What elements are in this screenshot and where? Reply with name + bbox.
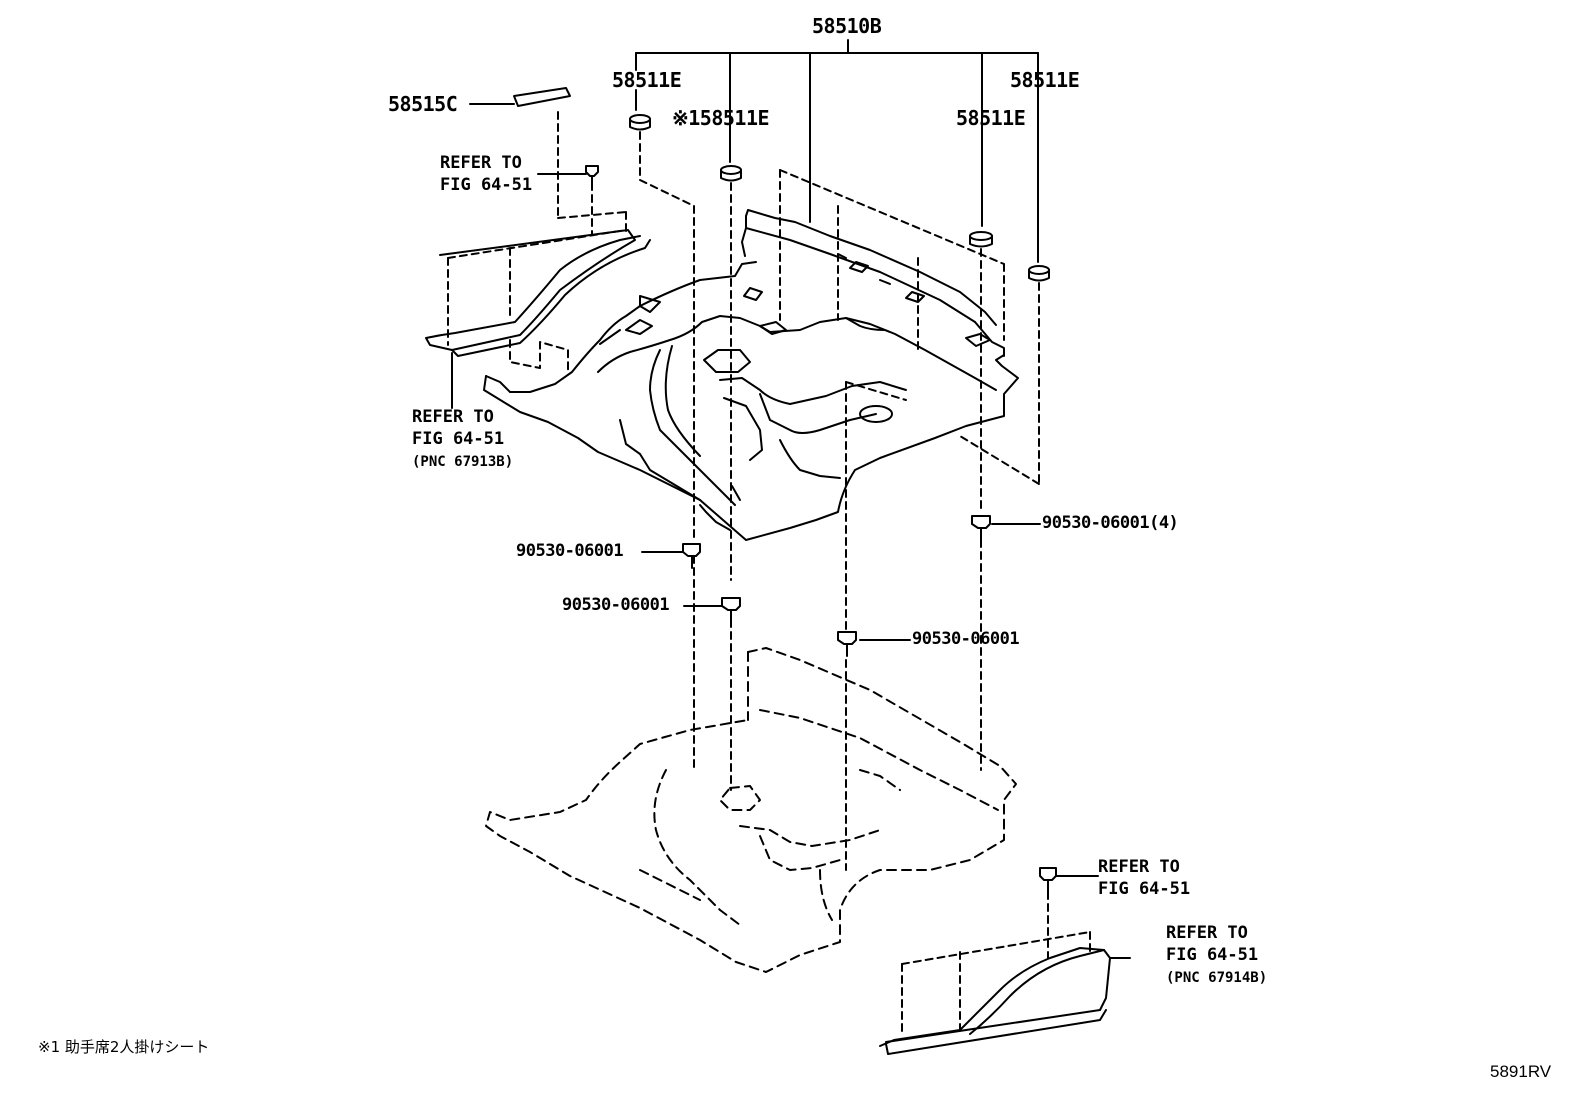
footnote: ※1 助手席2人掛けシート (38, 1038, 210, 1056)
bolt-icon (641, 543, 701, 569)
label-bolt-right[interactable]: 90530-06001(4) (1042, 513, 1179, 533)
plug-icon (720, 165, 742, 182)
plug-icon (629, 114, 651, 131)
bolt-icon (837, 631, 911, 657)
bolt-icon (683, 597, 741, 623)
plug-icon (1028, 265, 1050, 282)
label-58510B[interactable]: 58510B (812, 14, 882, 38)
sill-strip-shape (425, 211, 651, 409)
label-58511E-right1[interactable]: 58511E (1010, 68, 1080, 92)
label-58511E-left[interactable]: 58511E (612, 68, 682, 92)
alignment-lines (639, 131, 1040, 871)
sill-strip-shape (879, 891, 1131, 1055)
floor-panel-shape (485, 647, 1017, 973)
label-bolt-mid-right[interactable]: 90530-06001 (912, 629, 1020, 649)
bolt-icon (537, 165, 599, 236)
bolt-icon (971, 515, 1041, 541)
label-bolt-mid-left[interactable]: 90530-06001 (562, 595, 670, 615)
bolt-icon (1039, 867, 1099, 893)
plug-icon (969, 231, 993, 248)
strip-58515C (469, 87, 571, 219)
label-58511E-right2[interactable]: 58511E (956, 106, 1026, 130)
label-58511E-note[interactable]: ※158511E (672, 106, 770, 130)
carpet-shape (483, 209, 1019, 541)
leader-58510B (635, 39, 1039, 263)
figure-code: 5891RV (1490, 1062, 1552, 1081)
label-58515C[interactable]: 58515C (388, 92, 458, 116)
label-bolt-left[interactable]: 90530-06001 (516, 541, 624, 561)
